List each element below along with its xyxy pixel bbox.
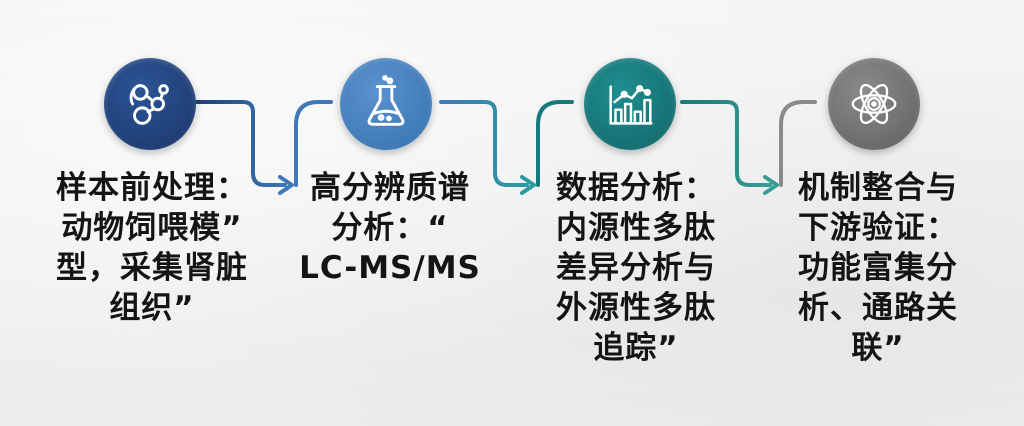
connector-arrow-1 <box>195 100 287 187</box>
arrowhead-3 <box>763 175 779 195</box>
step-2-text: 高分辨质谱 分析：“ LC-MS/MS <box>299 170 481 286</box>
step-4-text: 机制整合与 下游验证： 功能富集分 析、通路关 联” <box>798 170 958 366</box>
step-4-icon-circle <box>828 58 920 150</box>
step-3-icon-circle <box>584 58 676 150</box>
connector-arrow-3 <box>680 100 772 187</box>
step-3-text: 数据分析： 内源性多肽 差异分析与 外源性多肽 追踪” <box>556 170 716 366</box>
connector-arrow-2 <box>439 100 529 187</box>
step-1-icon-circle <box>104 58 196 150</box>
connector-join-2 <box>294 100 333 187</box>
connector-join-4 <box>779 100 817 187</box>
bar-chart-icon <box>609 84 653 125</box>
step-2-icon-circle <box>340 58 432 150</box>
flask-icon <box>367 75 405 126</box>
connector-join-3 <box>536 100 574 187</box>
arrowhead-2 <box>520 175 536 195</box>
atom-icon <box>851 83 897 125</box>
molecule-structure-icon <box>129 84 169 125</box>
arrowhead-1 <box>278 175 294 195</box>
step-1-text: 样本前处理： 动物饲喂模” 型，采集肾脏 组织” <box>56 170 248 326</box>
